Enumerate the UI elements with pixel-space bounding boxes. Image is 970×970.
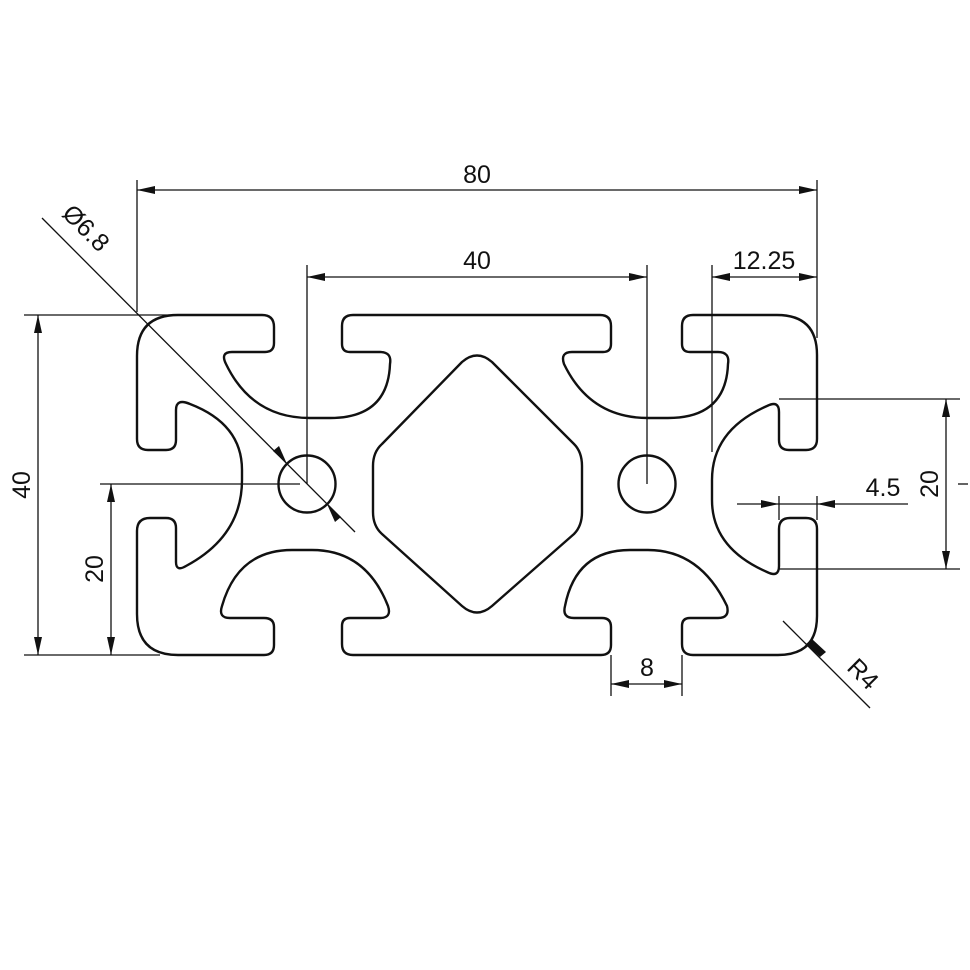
dim-label-overall-height: 40 [8, 471, 36, 499]
dimension-slot-offset: 12.25 [711, 247, 817, 452]
dimension-half-height-right: 20 [779, 398, 968, 570]
dimension-overall-height: 40 [8, 314, 178, 656]
dim-label-corner-radius: R4 [841, 653, 883, 695]
dim-label-overall-width: 80 [463, 161, 491, 189]
dim-label-slot-width: 8 [640, 654, 654, 682]
dim-label-slot-depth: 4.5 [866, 474, 901, 502]
dimension-slot-depth: 4.5 [737, 474, 908, 520]
dimension-overall-width: 80 [136, 161, 818, 338]
dim-label-hole-diameter: Ø6.8 [57, 199, 115, 257]
center-cavity [371, 354, 584, 614]
dimension-hole-diameter: Ø6.8 [41, 199, 356, 533]
dim-label-half-height-right: 20 [916, 470, 944, 498]
dim-label-slot-offset: 12.25 [733, 247, 796, 275]
dimension-slot-pitch: 40 [306, 247, 648, 484]
dimension-corner-radius: R4 [782, 620, 884, 709]
outer-contour [135, 313, 819, 657]
dimension-slot-width: 8 [610, 654, 683, 696]
dim-label-half-height-left: 20 [81, 555, 109, 583]
extrusion-profile [135, 313, 819, 657]
dimension-half-height-left: 20 [81, 483, 300, 655]
dim-label-slot-pitch: 40 [463, 247, 491, 275]
